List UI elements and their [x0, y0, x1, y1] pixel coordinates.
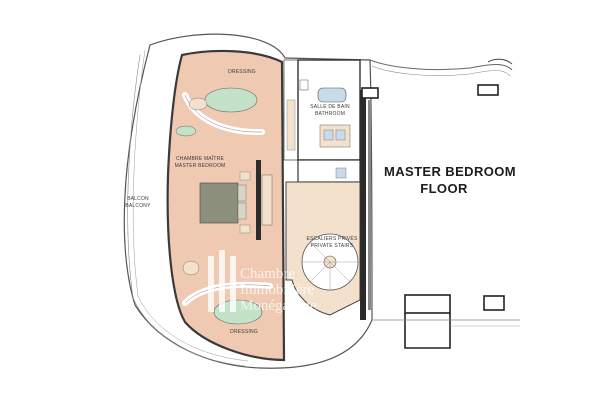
- bed-pillow-1: [237, 184, 247, 202]
- washbasin-1: [323, 129, 334, 141]
- label-dressing-bottom: DRESSING: [230, 329, 258, 335]
- label-dressing-top: DRESSING: [228, 69, 256, 75]
- washbasin-2: [335, 129, 346, 141]
- label-stairs: ESCALIERS PRIVÉS PRIVATE STAIRS: [300, 236, 364, 250]
- label-stairs-en: PRIVATE STAIRS: [310, 243, 354, 249]
- wc: [299, 79, 309, 91]
- bathtub: [317, 87, 347, 103]
- lift-shaft: [404, 313, 451, 349]
- terrace-rail-top: [369, 59, 513, 71]
- bed: [199, 182, 239, 224]
- title-line-1: MASTER BEDROOM: [384, 164, 516, 179]
- label-bathroom-fr: SALLE DE BAIN: [310, 104, 350, 110]
- label-balcony-en: BALCONY: [125, 203, 151, 209]
- watermark-logo-icon: [208, 250, 236, 312]
- basin-top-left: [175, 125, 197, 137]
- stair-step: [329, 261, 351, 283]
- pool-top: [204, 87, 258, 113]
- watermark-line-1: Chambre: [240, 266, 295, 282]
- partition-wall: [256, 160, 261, 240]
- curved-bench-bottom-edge: [184, 284, 271, 304]
- curved-bench-top-edge: [184, 94, 263, 133]
- small-room: [297, 159, 361, 183]
- terrace-rail-top-2: [371, 65, 511, 77]
- corner-top-right: [487, 58, 513, 65]
- label-bathroom: SALLE DE BAIN BATHROOM: [300, 104, 360, 118]
- label-bathroom-en: BATHROOM: [314, 111, 346, 117]
- label-balcony-fr: BALCON: [127, 196, 149, 202]
- partition-cabinet: [261, 174, 273, 226]
- label-bedroom-en: MASTER BEDROOM: [174, 163, 226, 169]
- bed-pillow-2: [237, 202, 247, 220]
- label-stairs-fr: ESCALIERS PRIVÉS: [306, 236, 358, 242]
- bed-nightstand-top: [239, 171, 251, 181]
- watermark-line-2: Immobilière: [240, 282, 315, 298]
- small-room-fixture: [335, 167, 347, 179]
- balcony-outer-line: [127, 54, 246, 367]
- title-line-2: FLOOR: [420, 181, 468, 196]
- chair-top: [188, 97, 208, 111]
- stair-step: [309, 241, 331, 263]
- column-top-left: [361, 87, 379, 99]
- label-bedroom: CHAMBRE MAÎTRE MASTER BEDROOM: [165, 156, 235, 170]
- balcony-outer-line-2: [132, 49, 249, 362]
- exterior-wall: [360, 90, 366, 320]
- label-balcony: BALCON BALCONY: [118, 196, 158, 210]
- column-bottom-left: [404, 294, 451, 314]
- stair-step: [309, 261, 331, 283]
- chair-bottom: [182, 260, 200, 276]
- watermark: Chambre Immobilière Monégasque: [240, 266, 317, 314]
- page-title: MASTER BEDROOM FLOOR: [384, 163, 516, 197]
- service-strip-shelf: [286, 99, 296, 151]
- column-top-right: [477, 84, 499, 96]
- column-bottom-right: [483, 295, 505, 311]
- bed-nightstand-bottom: [239, 224, 251, 234]
- label-bedroom-fr: CHAMBRE MAÎTRE: [175, 156, 225, 162]
- exterior-wall-inner: [368, 100, 371, 310]
- watermark-line-3: Monégasque: [240, 298, 317, 314]
